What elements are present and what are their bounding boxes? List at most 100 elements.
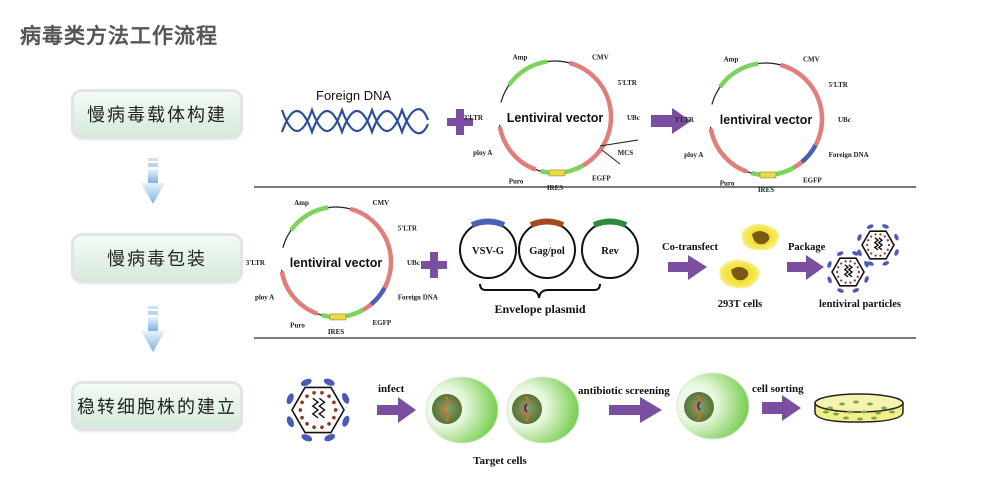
envelope-plasmid-label: VSV-G <box>472 246 504 257</box>
293t-cells-label: 293T cells <box>718 299 762 310</box>
lentiviral-particle-icon <box>857 224 899 266</box>
dna-helix-icon <box>280 106 430 136</box>
envelope-plasmid: Gag/pol <box>518 218 576 279</box>
plasmid-feature-label: ploy A <box>684 151 703 159</box>
down-arrow-icon <box>141 306 165 352</box>
plasmid-segment <box>718 61 759 89</box>
step-stable-cell-line: 稳转细胞株的建立 <box>74 384 240 428</box>
plasmid-feature-label: 5'LTR <box>398 225 418 233</box>
plasmid-feature-label: 5'LTR <box>618 79 638 87</box>
plasmid-segment <box>289 205 329 232</box>
cotransfect-label: Co-transfect <box>662 242 718 253</box>
cell-293t <box>741 224 779 251</box>
package-label: Package <box>788 242 826 253</box>
spike <box>323 378 335 386</box>
spike <box>341 392 350 404</box>
selected-cell <box>676 372 750 440</box>
spike <box>864 260 869 268</box>
plasmid-feature-label: UBc <box>627 114 640 122</box>
page-title: 病毒类方法工作流程 <box>20 24 218 48</box>
plasmid-center-label: lentiviral vector <box>290 256 383 270</box>
target-cell <box>506 376 580 444</box>
plasmid-feature-label: Puro <box>509 177 524 185</box>
row-divider <box>254 186 916 188</box>
plasmid-feature-label: Amp <box>513 53 528 61</box>
envelope-plasmid-label: Envelope plasmid <box>494 302 585 316</box>
row-divider <box>254 337 916 339</box>
spike <box>882 261 890 266</box>
plasmid-segment <box>800 144 818 164</box>
colony <box>839 402 845 406</box>
spike <box>837 288 844 293</box>
petri-dish-icon <box>814 393 904 423</box>
plasmid-segment <box>497 126 537 172</box>
plasmid-feature-label: EGFP <box>592 175 611 183</box>
lentiviral-particle-icon <box>827 251 869 293</box>
spike <box>894 249 899 256</box>
plasmid-segment <box>568 60 614 168</box>
colony <box>881 406 887 410</box>
plasmid-segment <box>496 101 504 126</box>
right-arrow-icon <box>762 395 801 421</box>
colony <box>853 400 859 404</box>
plus-icon <box>421 252 447 278</box>
cell-sorting-label: cell sorting <box>752 383 804 395</box>
target-cells-label: Target cells <box>473 455 527 467</box>
plasmid-segment <box>278 247 286 270</box>
spike <box>857 234 862 241</box>
spike <box>827 276 832 284</box>
step-virus-packaging: 慢病毒包装 <box>74 236 240 280</box>
spike <box>324 433 336 442</box>
plasmid-feature-label: ploy A <box>473 149 492 157</box>
plasmid-segment <box>369 286 387 306</box>
plasmid-feature-label: CMV <box>373 199 390 207</box>
plasmid-feature-label: MCS <box>618 149 634 157</box>
plasmid-segment <box>707 103 715 128</box>
spike <box>836 251 844 256</box>
infect-label: infect <box>378 383 405 395</box>
plasmid-feature-label: Puro <box>720 179 735 187</box>
foreign-dna-label: Foreign DNA <box>316 88 391 103</box>
plasmid-feature-label: Foreign DNA <box>398 294 438 302</box>
colony <box>871 416 877 420</box>
plasmid-center-label: Lentiviral vector <box>507 111 604 125</box>
colony <box>847 410 853 414</box>
plasmid-feature-label: ploy A <box>255 294 274 302</box>
envelope-plasmid: VSV-G <box>459 218 517 279</box>
right-arrow-icon <box>787 255 824 280</box>
plasmid-segment <box>708 128 748 174</box>
colony <box>867 402 873 406</box>
plasmid-feature-label: EGFP <box>803 177 822 185</box>
plasmid-segment <box>279 271 319 316</box>
right-arrow-icon <box>377 397 416 423</box>
colony <box>833 412 839 416</box>
lentiviral-particles-label: lentiviral particles <box>819 299 901 310</box>
colony <box>843 416 849 420</box>
spike <box>852 251 859 256</box>
plasmid-feature-label: UBc <box>407 259 420 267</box>
colony <box>857 417 863 421</box>
brace-icon <box>479 283 601 299</box>
antibiotic-screening-label: antibiotic screening <box>578 385 670 397</box>
right-arrow-icon <box>651 108 691 134</box>
plasmid-feature-label: 3'LTR <box>464 114 484 122</box>
plasmid-center-label: lentiviral vector <box>720 113 813 127</box>
plasmid-feature-label: 5'LTR <box>829 81 849 89</box>
spike <box>286 393 294 405</box>
plus-icon <box>447 109 473 135</box>
spike <box>852 288 860 293</box>
colony <box>889 410 895 414</box>
spike <box>300 378 312 387</box>
spike <box>827 261 832 268</box>
envelope-plasmid-label: Rev <box>601 246 619 257</box>
plasmid-feature-label: UBc <box>838 116 851 124</box>
spike <box>342 415 350 427</box>
spike <box>866 224 874 229</box>
plasmid-feature-label: Amp <box>294 199 309 207</box>
spike <box>864 276 869 283</box>
cell-293t <box>719 260 760 289</box>
plasmid-feature-label: IRES <box>547 184 563 192</box>
